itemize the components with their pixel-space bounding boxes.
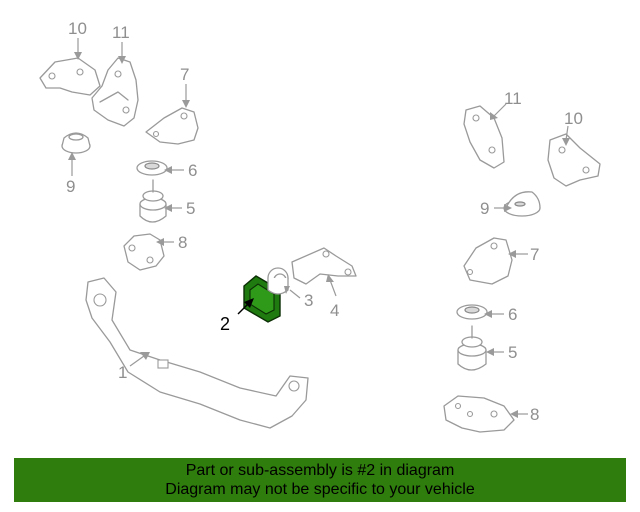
part-8-right [443,395,515,433]
part-1-crossmember [85,277,309,429]
callout-right-6: 6 [508,305,517,324]
part-7-left [145,107,199,145]
callout-right-10: 10 [564,109,583,128]
part-5-left [139,179,167,223]
callout-right-8: 8 [530,405,539,424]
parts-diagram: 10 11 7 9 6 5 8 1 2 3 4 11 10 9 7 6 5 8 [39,19,601,433]
part-8-left [123,233,165,271]
banner-line-1: Part or sub-assembly is #2 in diagram [185,462,455,479]
callout-left-5: 5 [186,199,195,218]
part-6-left [136,160,168,176]
part-4-bracket [291,247,357,285]
callout-lines [68,38,570,418]
callout-right-5: 5 [508,343,517,362]
part-7-right [463,237,513,285]
part-10-left [39,57,101,96]
callout-left-10: 10 [68,19,87,38]
callout-center-2[interactable]: 2 [220,314,230,334]
part-6-right [456,304,488,320]
callout-left-1: 1 [118,363,127,382]
part-5-right [457,325,487,371]
callout-left-8: 8 [178,233,187,252]
part-9-left [61,132,91,154]
callout-center-4: 4 [330,301,339,320]
part-9-right [503,191,541,217]
part-3-bushing [267,267,289,295]
part-11-left [91,57,139,127]
callout-center-3: 3 [304,291,313,310]
info-banner: Part or sub-assembly is #2 in diagram Di… [14,458,626,502]
callout-left-11: 11 [112,23,130,42]
callout-right-9: 9 [480,199,489,218]
part-11-right [463,105,505,169]
callout-left-7: 7 [180,65,189,84]
callout-left-6: 6 [188,161,197,180]
callout-right-11: 11 [504,89,522,108]
part-10-right [547,133,601,187]
banner-line-2: Diagram may not be specific to your vehi… [165,481,475,498]
callout-right-7: 7 [530,245,539,264]
callout-left-9: 9 [66,177,75,196]
